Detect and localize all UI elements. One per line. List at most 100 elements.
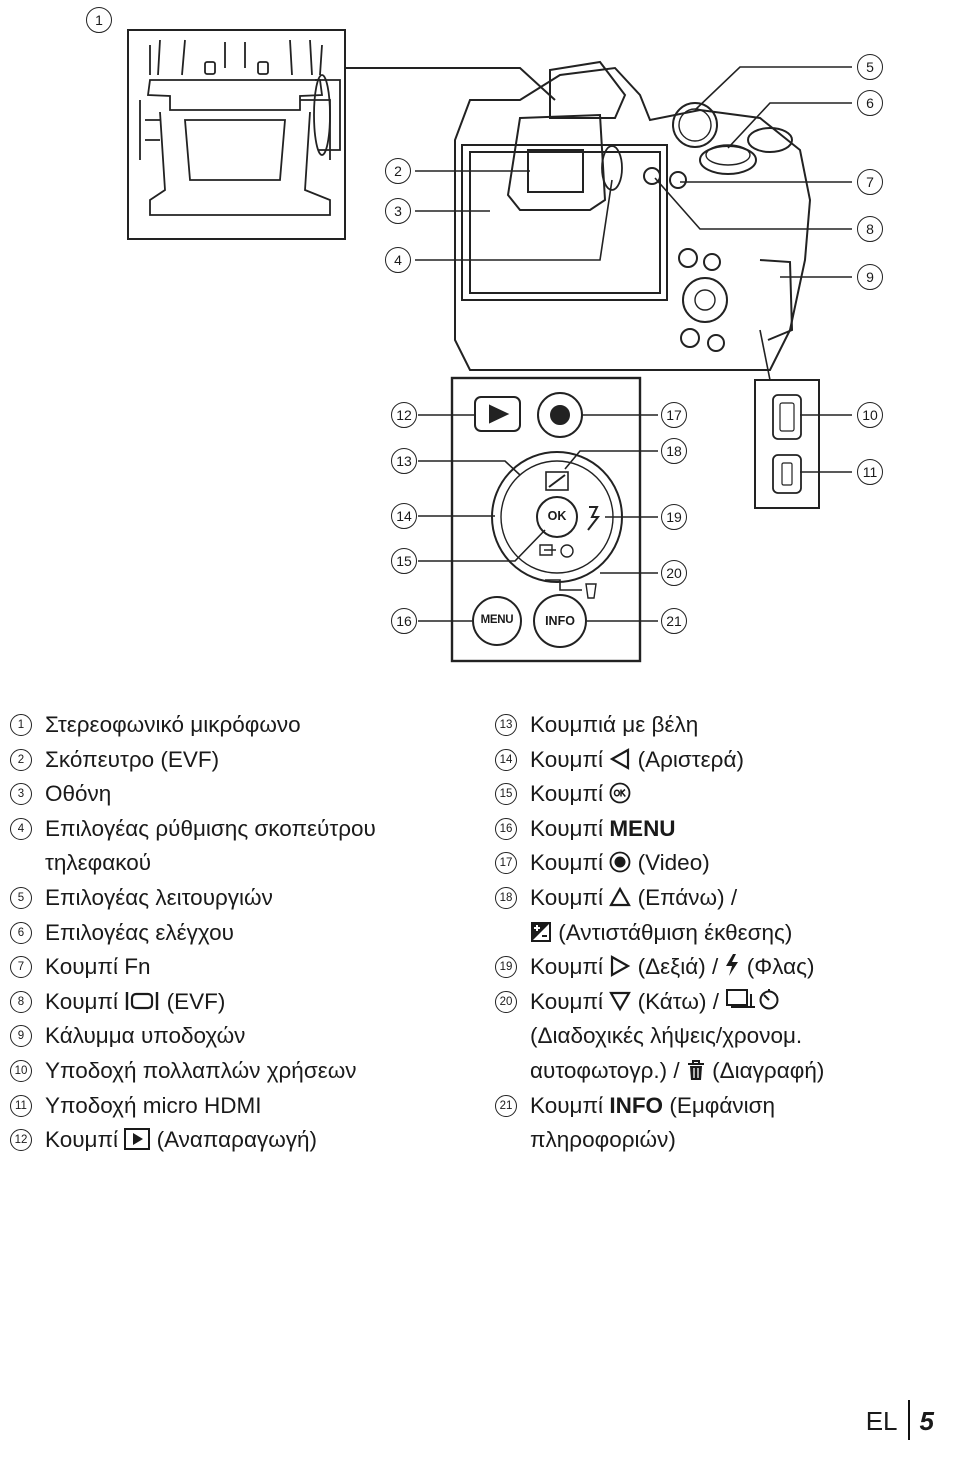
legend-text-line3: αυτοφωτογρ.) / [530,1057,680,1083]
legend-text: Κουμπί [45,988,119,1014]
legend-text: Υποδοχή micro HDMI [45,1092,262,1118]
camera-diagram: 1 2 3 4 5 6 7 8 9 10 11 12 13 14 15 16 1… [0,0,960,670]
exposure-comp-icon [531,921,551,942]
legend-number: 11 [10,1094,32,1117]
legend-text: (Video) [637,850,710,876]
evf-icon [126,991,159,1010]
callout-1: 1 [86,7,112,33]
hotshoe-drawing [139,39,341,216]
callout-14: 14 [391,503,417,529]
legend-text: (Αναπαραγωγή) [156,1127,318,1153]
legend-text-line2: τηλεφακού [45,850,152,876]
legend-item-5: 5 Επιλογέας λειτουργιών [10,881,470,916]
legend-number: 20 [495,990,517,1013]
legend-text: Κουμπί [530,850,604,876]
ports-leader-lines [800,414,852,473]
legend-number: 21 [495,1094,517,1117]
callout-5: 5 [857,54,883,80]
legend-number: 12 [10,1129,32,1152]
callout-4: 4 [385,247,411,273]
eyecup [506,113,607,211]
ports-inset-box [754,379,820,509]
legend-text: Κουμπί [530,746,604,772]
callout-2: 2 [385,158,411,184]
callout-17: 17 [661,402,687,428]
legend-text: Κάλυμμα υποδοχών [45,1023,246,1049]
legend-number: 13 [495,714,517,736]
legend-text: Κουμπί [530,988,604,1014]
info-button-label: INFO [545,614,575,628]
ok-icon [609,782,631,804]
legend-number: 15 [495,783,517,806]
legend-text-line2: (Αντιστάθμιση έκθεσης) [558,919,793,945]
callout-7: 7 [857,169,883,195]
callout-20: 20 [661,560,687,586]
menu-label: MENU [609,815,676,841]
legend-text: Στερεοφωνικό μικρόφωνο [45,712,301,737]
up-arrow-icon [609,886,632,907]
legend-number: 7 [10,956,32,979]
flash-icon [726,954,739,977]
legend-text: Κουμπιά με βέλη [530,712,699,737]
ports-drawing [772,394,802,494]
legend-number: 1 [10,714,32,736]
callout-19: 19 [661,504,687,530]
menu-button-label: MENU [480,614,514,626]
legend-text: Επιλογέας ρύθμισης σκοπεύτρου [45,815,376,841]
legend-number: 18 [495,886,517,909]
trash-icon [687,1059,704,1080]
callout-9: 9 [857,264,883,290]
mic-leader-line [345,67,556,101]
legend-text: Επιλογέας λειτουργιών [45,884,273,910]
page-number: 5 [919,1406,934,1436]
legend-text: (Εμφάνιση [669,1092,776,1118]
info-label: INFO [609,1092,664,1118]
legend-text: Κουμπί [45,1127,119,1153]
legend-text: (Κάτω) / [637,988,719,1014]
control-panel-box [450,376,642,663]
legend-item-12: 12 Κουμπί (Αναπαραγωγή) [10,1123,470,1158]
callout-15: 15 [391,548,417,574]
playback-icon [124,1128,151,1151]
legend-text: (EVF) [166,988,226,1014]
callout-18: 18 [661,438,687,464]
legend-text: (Φλας) [746,954,815,980]
legend-number: 8 [10,990,32,1013]
legend-text: Οθόνη [45,781,112,807]
panel-leader-lines [418,414,658,622]
legend-text: (Αριστερά) [637,746,744,772]
screen-outline [461,144,668,301]
movie-record-icon [609,851,631,873]
legend-text-line2: (Διαδοχικές λήψεις/χρονομ. [530,1023,803,1049]
legend-item-1: 1 Στερεοφωνικό μικρόφωνο [10,708,470,743]
ok-button-label: OK [547,509,567,523]
legend-text: Κουμπί [530,954,604,980]
callout-8: 8 [857,216,883,242]
callout-6: 6 [857,90,883,116]
legend-text: Σκόπευτρο (EVF) [45,746,220,772]
legend-item-3: 3 Οθόνη [10,777,470,812]
drive-timer-icon [726,988,779,1010]
legend-number: 5 [10,886,32,909]
legend-text-line2: πληροφοριών) [530,1127,676,1153]
callout-13: 13 [391,448,417,474]
leader-lines [415,66,852,381]
legend-item-13: 13 Κουμπιά με βέλη [495,708,955,743]
right-arrow-icon [611,955,631,978]
callout-12: 12 [391,402,417,428]
legend-text: Κουμπί Fn [45,954,151,980]
legend-text: Κουμπί [530,884,604,910]
legend-number: 19 [495,956,517,979]
legend-number: 3 [10,783,32,806]
footer-divider [907,1400,910,1440]
